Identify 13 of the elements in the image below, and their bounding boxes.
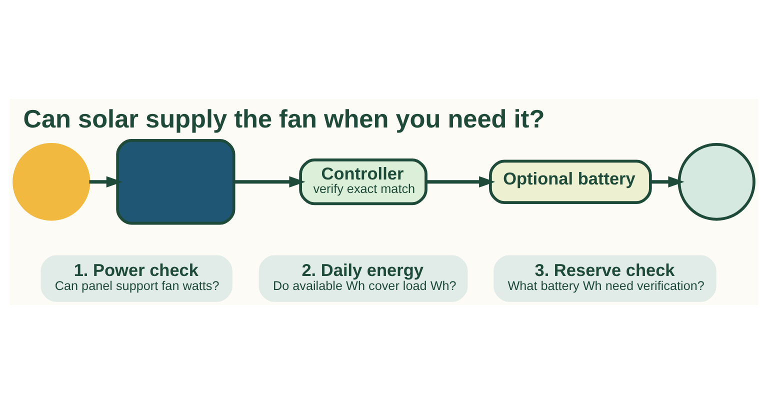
node-box: 2. Daily energy Do available Wh cover load Wh?: [258, 254, 468, 302]
node-box: 3. Reserve check What battery Wh need verification?: [494, 254, 716, 302]
node-box: Controller verify exact match: [299, 158, 428, 205]
node-circle: [678, 142, 756, 220]
node-box: Optional battery: [489, 159, 652, 204]
arrow: [650, 176, 684, 188]
arrow: [234, 176, 306, 188]
node-box: [116, 138, 236, 224]
diagram-title: Can solar supply the fan when you need it?: [23, 104, 545, 133]
arrow: [89, 176, 123, 188]
node-circle: [12, 142, 90, 220]
arrow: [426, 176, 496, 188]
node-box: 1. Power check Can panel support fan watts?: [40, 254, 232, 302]
